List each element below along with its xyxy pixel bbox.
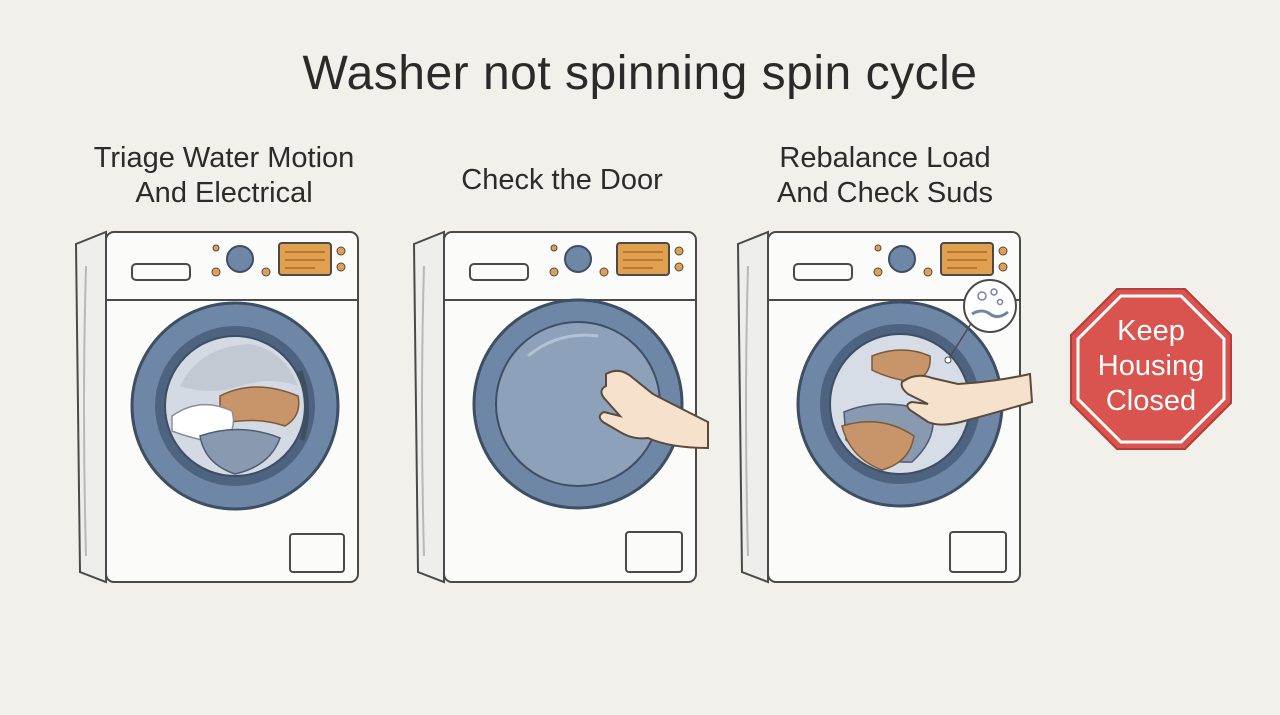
step-label-rebalance: Rebalance Load And Check Suds xyxy=(776,142,993,209)
drum-door xyxy=(130,301,340,511)
detergent-drawer xyxy=(793,263,853,281)
control-panel xyxy=(211,242,346,277)
stop-sign-octagon xyxy=(1070,288,1232,450)
filter-hatch xyxy=(289,533,345,573)
suds-bubble-icon xyxy=(944,279,1017,364)
warning-text: Keep Housing Closed xyxy=(1097,315,1205,417)
closed-door xyxy=(472,298,684,510)
drum-door xyxy=(796,300,1004,508)
hand-icon xyxy=(598,369,709,450)
washer-illustration-rebalance xyxy=(736,230,1034,584)
control-panel xyxy=(549,242,684,277)
step-label-triage: Triage Water Motion And Electrical xyxy=(93,142,355,209)
stop-sign-icon xyxy=(1070,288,1232,450)
page-title: Washer not spinning spin cycle xyxy=(302,47,978,100)
detergent-drawer xyxy=(131,263,191,281)
washer-illustration-door xyxy=(412,230,709,584)
filter-hatch xyxy=(949,531,1007,573)
clothes xyxy=(871,349,931,383)
washer-illustration-triage xyxy=(74,230,359,584)
control-panel xyxy=(873,242,1008,277)
clothes xyxy=(219,386,300,427)
step-label-door: Check the Door xyxy=(461,164,663,196)
detergent-drawer xyxy=(469,263,529,281)
filter-hatch xyxy=(625,531,683,573)
hand-icon xyxy=(900,372,1034,426)
